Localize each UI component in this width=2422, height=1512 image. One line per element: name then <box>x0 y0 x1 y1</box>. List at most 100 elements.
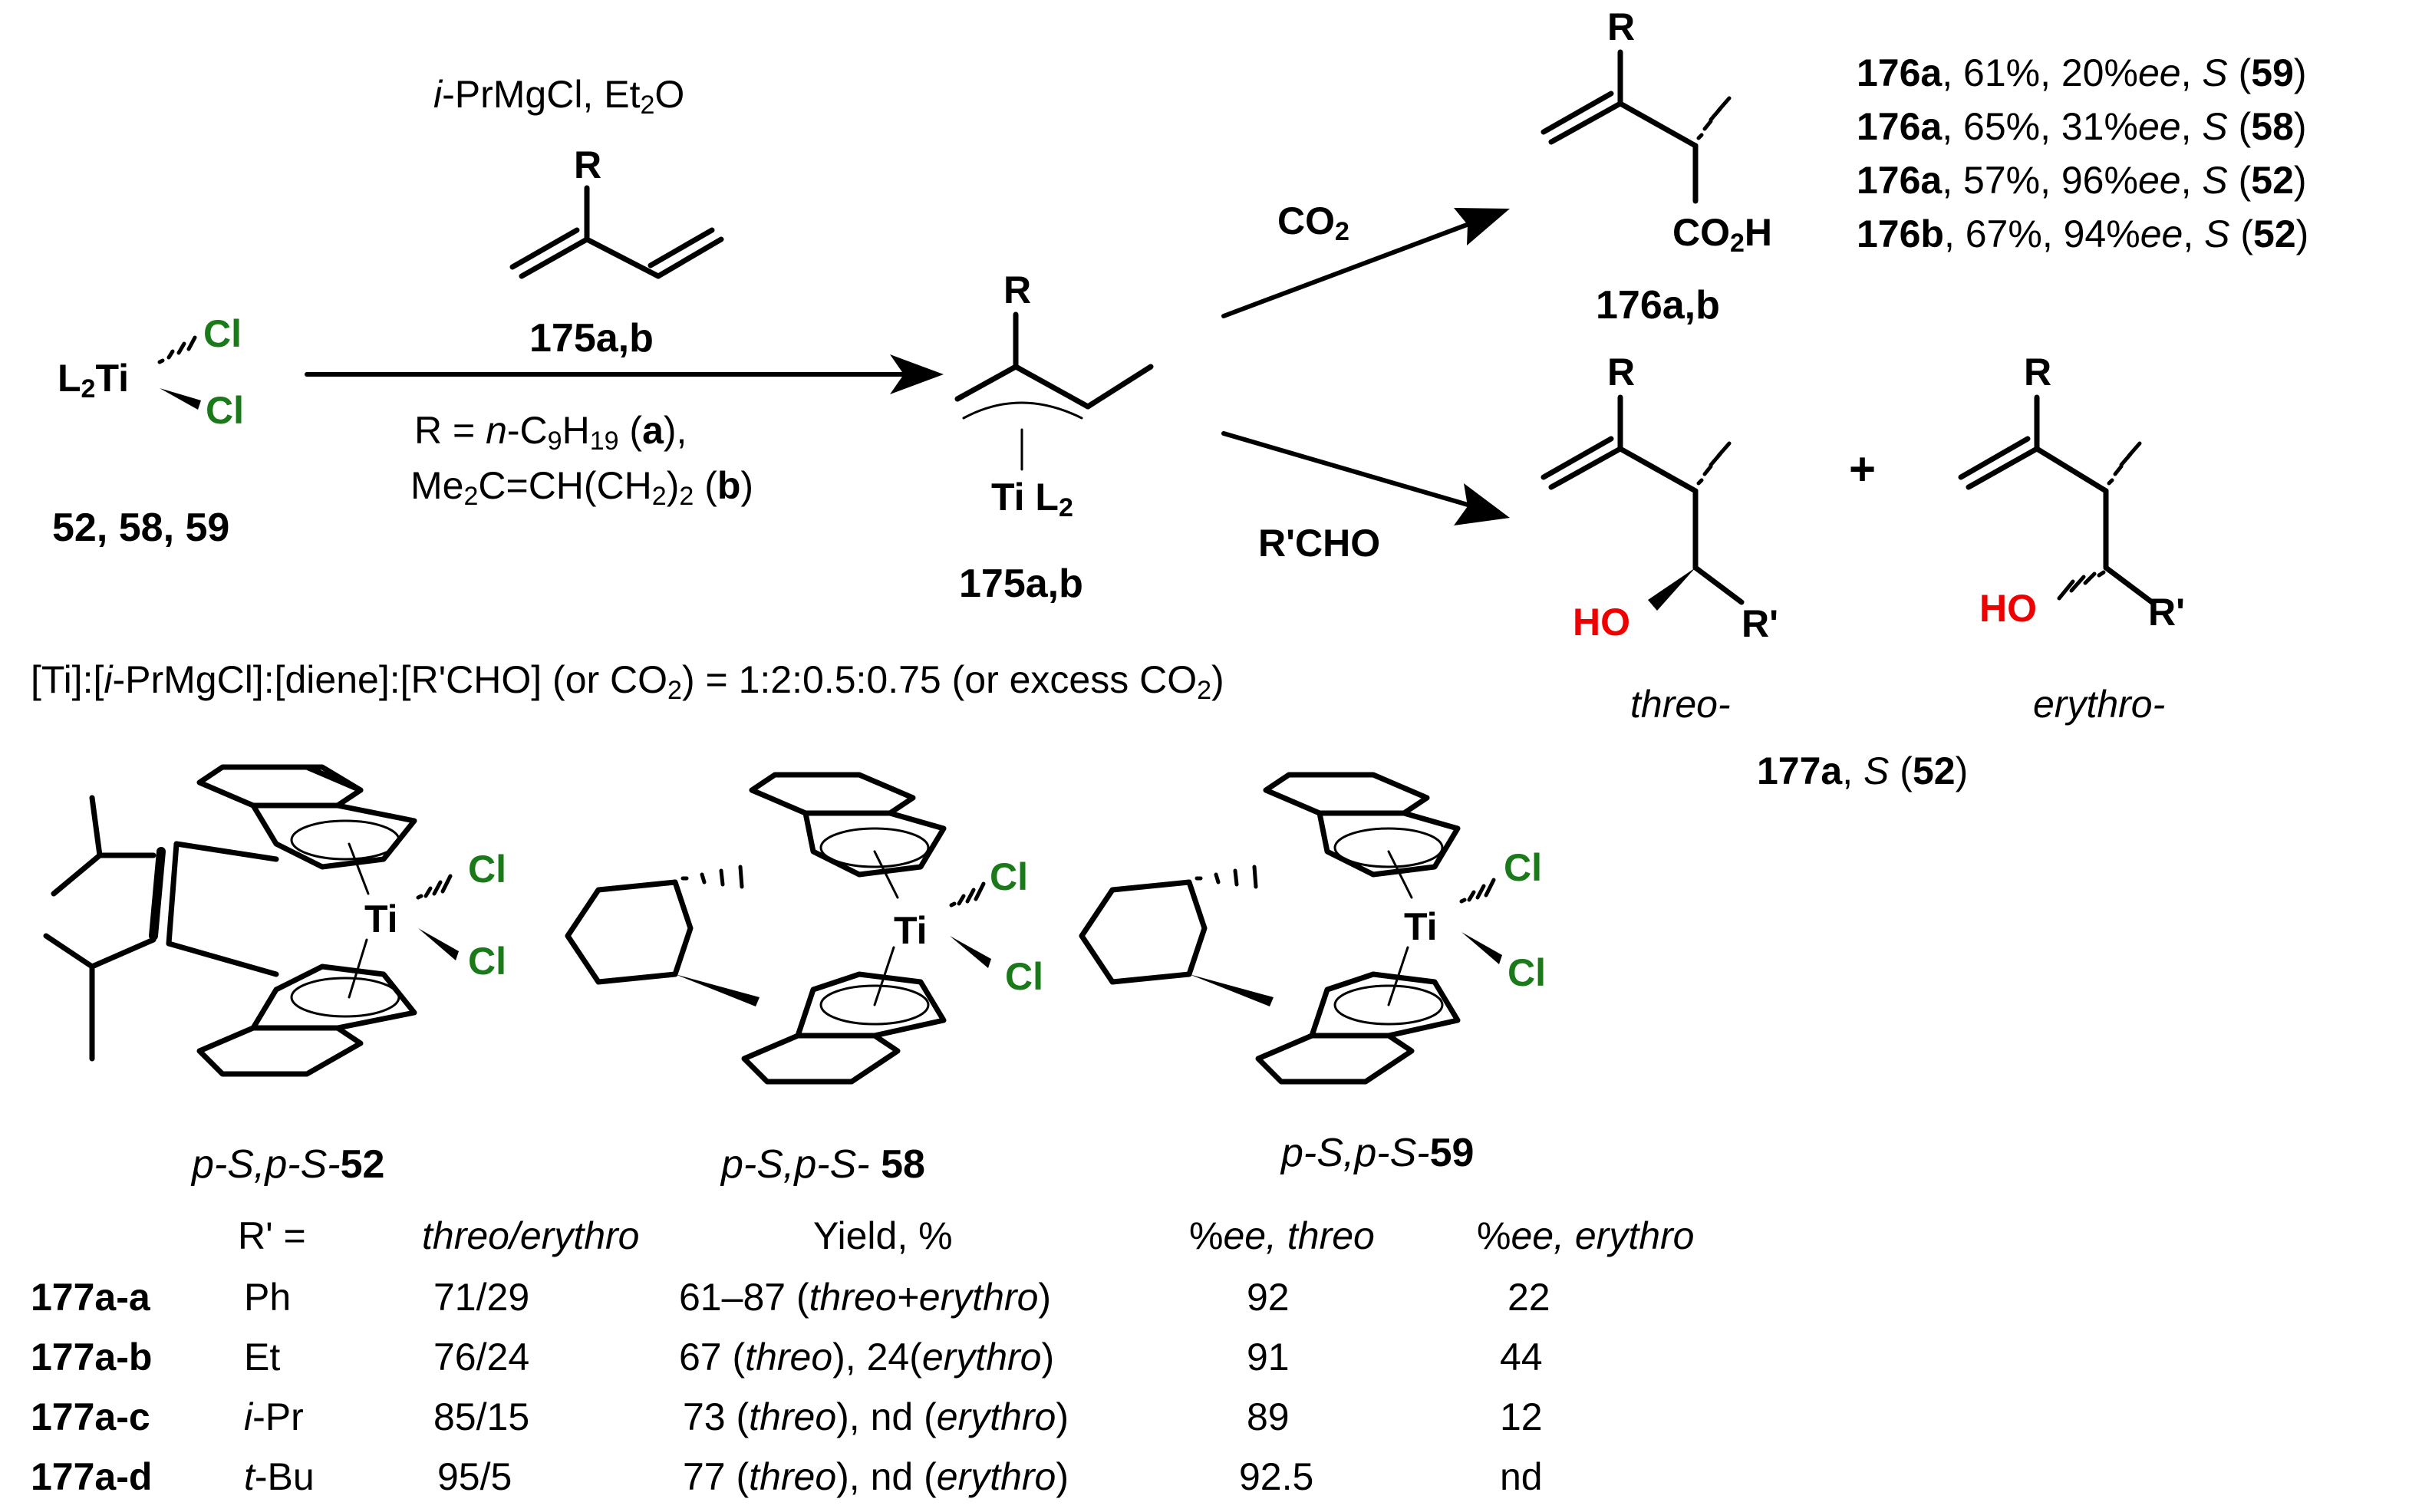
cl-label: Cl <box>203 312 242 355</box>
cl-label: Cl <box>1508 951 1546 994</box>
header-rprime: R' = <box>238 1214 306 1257</box>
product-176-label: 176a,b <box>1596 283 1720 328</box>
row-rprime: i-Pr <box>244 1395 304 1438</box>
result-line: 176a, 57%, 96%ee, S (52) <box>1857 159 2307 202</box>
row-compound: 177a-d <box>31 1455 152 1498</box>
row-ratio: 76/24 <box>433 1336 529 1379</box>
result-line: 176a, 65%, 31%ee, S (58) <box>1857 105 2307 148</box>
table-header: R' = threo/erythro Yield, % %ee, threo %… <box>238 1214 1694 1257</box>
r-group-label: R <box>1003 268 1031 311</box>
row-ee-threo: 92.5 <box>1239 1455 1313 1498</box>
table-row: 177a-b Et 76/24 67 (threo), 24(erythro) 91 44 <box>31 1336 1543 1379</box>
wedge-bond <box>1648 568 1695 611</box>
cl-label: Cl <box>468 848 506 891</box>
row-ee-erythro: nd <box>1500 1455 1543 1498</box>
allyltitanium-intermediate: R Ti L2 175a,b <box>954 268 1154 606</box>
erythro-label: erythro- <box>2033 683 2165 726</box>
start-compound-label: 52, 58, 59 <box>52 506 229 550</box>
row-ee-threo: 91 <box>1247 1336 1290 1379</box>
catalyst-58-structure: Ti Cl Cl p-S,p-S- 58 <box>565 772 1043 1187</box>
catalyst-label: p-S,p-S-52 <box>190 1142 384 1187</box>
table-row: 177a-d t-Bu 95/5 77 (threo), nd (erythro) 92… <box>31 1455 1543 1498</box>
row-ee-threo: 89 <box>1247 1395 1290 1438</box>
ti-label: Ti <box>1404 905 1438 948</box>
header-yield: Yield, % <box>813 1214 953 1257</box>
l2ti-label: L2Ti <box>58 357 129 404</box>
row-ee-erythro: 44 <box>1500 1336 1543 1379</box>
hashed-bond <box>2057 570 2106 601</box>
row-compound: 177a-a <box>31 1276 151 1319</box>
catalyst-52-structure: Ti Cl Cl p-S,p-S-52 <box>43 764 506 1187</box>
main-arrow <box>305 354 944 394</box>
aldehyde-branch: R'CHO R HO R' threo- + R <box>1221 351 2185 792</box>
hydroxyl-label: HO <box>1573 601 1630 644</box>
row-yield: 73 (threo), nd (erythro) <box>683 1395 1069 1438</box>
r-definition-b: Me2C=CH(CH2)2 (b) <box>410 464 753 511</box>
threo-label: threo- <box>1630 683 1731 726</box>
ti-label: Ti <box>364 898 398 940</box>
r-group-label: R <box>574 143 601 186</box>
r-group-label: R <box>2024 351 2051 394</box>
hashed-bond <box>2107 441 2142 486</box>
row-yield: 67 (threo), 24(erythro) <box>679 1336 1054 1379</box>
row-rprime: Ph <box>244 1276 291 1319</box>
row-compound: 177a-c <box>31 1395 150 1438</box>
grignard-reagent: i-PrMgCl, Et2O <box>433 73 684 120</box>
hashed-bond <box>157 335 197 364</box>
row-compound: 177a-b <box>31 1336 152 1379</box>
row-ratio: 85/15 <box>433 1395 529 1438</box>
row-rprime: Et <box>244 1336 280 1379</box>
ti-l2-label: Ti L2 <box>991 476 1073 522</box>
co2-branch: CO2 R CO2H 176a,b <box>1221 5 1772 328</box>
catalyst-label: p-S,p-S- 58 <box>720 1142 925 1187</box>
erythro-product: R HO R' erythro- <box>1958 351 2185 726</box>
row-ee-threo: 92 <box>1247 1276 1290 1319</box>
hashed-bond <box>1696 441 1732 486</box>
result-line: 176a, 61%, 20%ee, S (59) <box>1857 51 2307 94</box>
row-ratio: 71/29 <box>433 1276 529 1319</box>
start-complex: L2Ti Cl Cl 52, 58, 59 <box>52 312 244 550</box>
catalyst-59-structure: Ti Cl Cl p-S,p-S-59 <box>1079 772 1546 1175</box>
wedge-bond <box>160 388 201 410</box>
intermediate-label: 175a,b <box>959 562 1083 606</box>
results-176-list: 176a, 61%, 20%ee, S (59) 176a, 65%, 31%ee… <box>1857 51 2308 255</box>
row-yield: 61–87 (threo+erythro) <box>679 1276 1051 1319</box>
row-rprime: t-Bu <box>244 1455 315 1498</box>
diene-structure: R <box>509 143 724 279</box>
results-table: R' = threo/erythro Yield, % %ee, threo %… <box>31 1214 1694 1498</box>
cl-label: Cl <box>1504 846 1542 889</box>
aldehyde-reagent: R'CHO <box>1258 522 1380 565</box>
header-ratio: threo/erythro <box>422 1214 639 1257</box>
r-prime-label: R' <box>1742 602 1778 645</box>
reagents-block: i-PrMgCl, Et2O R 175a,b R = n-C9H19 (a),… <box>410 73 753 511</box>
co2-reagent: CO2 <box>1277 199 1349 246</box>
row-ee-erythro: 12 <box>1500 1395 1543 1438</box>
table-row: 177a-c i-Pr 85/15 73 (threo), nd (erythro) 8… <box>31 1395 1543 1438</box>
r-group-label: R <box>1607 351 1635 394</box>
cl-label: Cl <box>206 389 244 432</box>
result-line: 176b, 67%, 94%ee, S (52) <box>1857 212 2308 255</box>
r-group-label: R <box>1607 5 1635 48</box>
ti-label: Ti <box>894 909 928 952</box>
co2h-label: CO2H <box>1672 211 1772 258</box>
cl-label: Cl <box>1005 955 1043 998</box>
hashed-bond <box>1696 96 1732 140</box>
r-definition-a: R = n-C9H19 (a), <box>414 409 687 456</box>
row-ratio: 95/5 <box>437 1455 512 1498</box>
catalyst-label: p-S,p-S-59 <box>1280 1131 1474 1175</box>
threo-product: R HO R' threo- <box>1541 351 1778 726</box>
cl-label: Cl <box>990 855 1028 898</box>
hydroxyl-label: HO <box>1979 587 2037 630</box>
product-177-label: 177a, S (52) <box>1757 749 1968 792</box>
row-ee-erythro: 22 <box>1508 1276 1550 1319</box>
stoichiometry-line: [Ti]:[i-PrMgCl]:[diene]:[R'CHO] (or CO2)… <box>31 658 1224 705</box>
table-row: 177a-a Ph 71/29 61–87 (threo+erythro) 92 22 <box>31 1276 1550 1319</box>
r-prime-label: R' <box>2148 591 2185 634</box>
diene-label: 175a,b <box>529 316 654 361</box>
cl-label: Cl <box>468 940 506 983</box>
header-ee-threo: %ee, threo <box>1189 1214 1375 1257</box>
allyl-arc <box>962 401 1083 420</box>
row-yield: 77 (threo), nd (erythro) <box>683 1455 1069 1498</box>
